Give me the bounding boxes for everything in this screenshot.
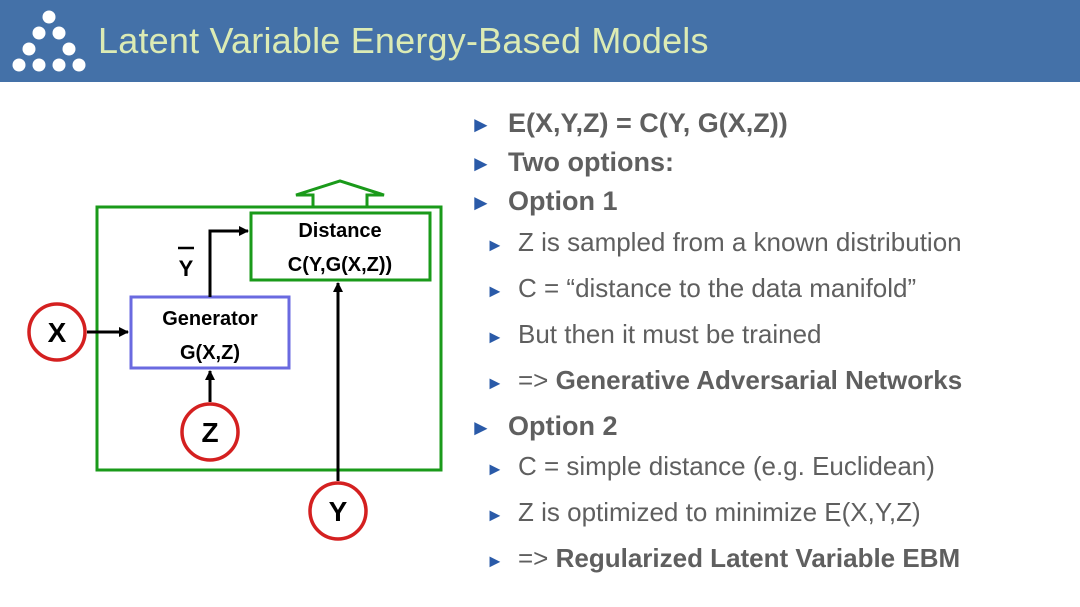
bullet-option-1: ►Option 1 bbox=[470, 186, 618, 216]
slide-title: Latent Variable Energy-Based Models bbox=[98, 20, 709, 61]
bullet-arrow-icon: ► bbox=[470, 190, 492, 215]
sub-bullet-regularized-ebm: ►=> Regularized Latent Variable EBM bbox=[486, 543, 961, 573]
sub-bullet-arrow-icon: ► bbox=[486, 551, 504, 571]
z-variable-circle bbox=[180, 402, 240, 462]
slide-header: Latent Variable Energy-Based Models bbox=[0, 0, 1080, 82]
generator-title: Generator bbox=[162, 308, 258, 330]
distance-box bbox=[249, 211, 432, 282]
lvebm-diagram: Distance C(Y,G(X,Z)) Generator G(X,Z) Y … bbox=[27, 179, 443, 541]
sub-bullet-arrow-icon: ► bbox=[486, 459, 504, 479]
y-variable-label: Y bbox=[329, 496, 348, 527]
generator-box bbox=[129, 295, 291, 370]
distance-formula: C(Y,G(X,Z)) bbox=[288, 254, 392, 276]
bullet-energy-definition: ►E(X,Y,Z) = C(Y, G(X,Z)) bbox=[470, 108, 788, 138]
bullet-arrow-icon: ► bbox=[470, 112, 492, 137]
bullet-two-options: ►Two options: bbox=[470, 147, 674, 177]
sub-bullet-z-optimized: ►Z is optimized to minimize E(X,Y,Z) bbox=[486, 497, 921, 527]
sub-bullet-arrow-icon: ► bbox=[486, 327, 504, 347]
bullet-arrow-icon: ► bbox=[470, 151, 492, 176]
y-variable-circle bbox=[308, 481, 368, 541]
sub-bullet-arrow-icon: ► bbox=[486, 373, 504, 393]
sub-bullet-gan: ►=> Generative Adversarial Networks bbox=[486, 365, 963, 395]
sub-bullet-arrow-icon: ► bbox=[486, 505, 504, 525]
sub-bullet-z-sampled: ►Z is sampled from a known distribution bbox=[486, 227, 962, 257]
x-variable-circle bbox=[27, 302, 87, 362]
ybar-label: Y bbox=[179, 256, 194, 281]
sub-bullet-c-manifold: ►C = “distance to the data manifold” bbox=[486, 273, 917, 303]
energy-frame bbox=[95, 205, 443, 472]
z-variable-label: Z bbox=[201, 417, 218, 448]
bullet-option-2: ►Option 2 bbox=[470, 411, 618, 441]
sub-bullet-arrow-icon: ► bbox=[486, 235, 504, 255]
x-variable-label: X bbox=[48, 317, 67, 348]
sub-bullet-arrow-icon: ► bbox=[486, 281, 504, 301]
energy-output-arrow bbox=[295, 179, 385, 209]
sub-bullet-must-train: ►But then it must be trained bbox=[486, 319, 822, 349]
network-logo-icon bbox=[12, 10, 86, 72]
distance-title: Distance bbox=[298, 220, 381, 242]
bullet-arrow-icon: ► bbox=[470, 415, 492, 440]
sub-bullet-simple-distance: ►C = simple distance (e.g. Euclidean) bbox=[486, 451, 935, 481]
generator-formula: G(X,Z) bbox=[180, 342, 240, 364]
ybar-arrow bbox=[208, 226, 249, 297]
